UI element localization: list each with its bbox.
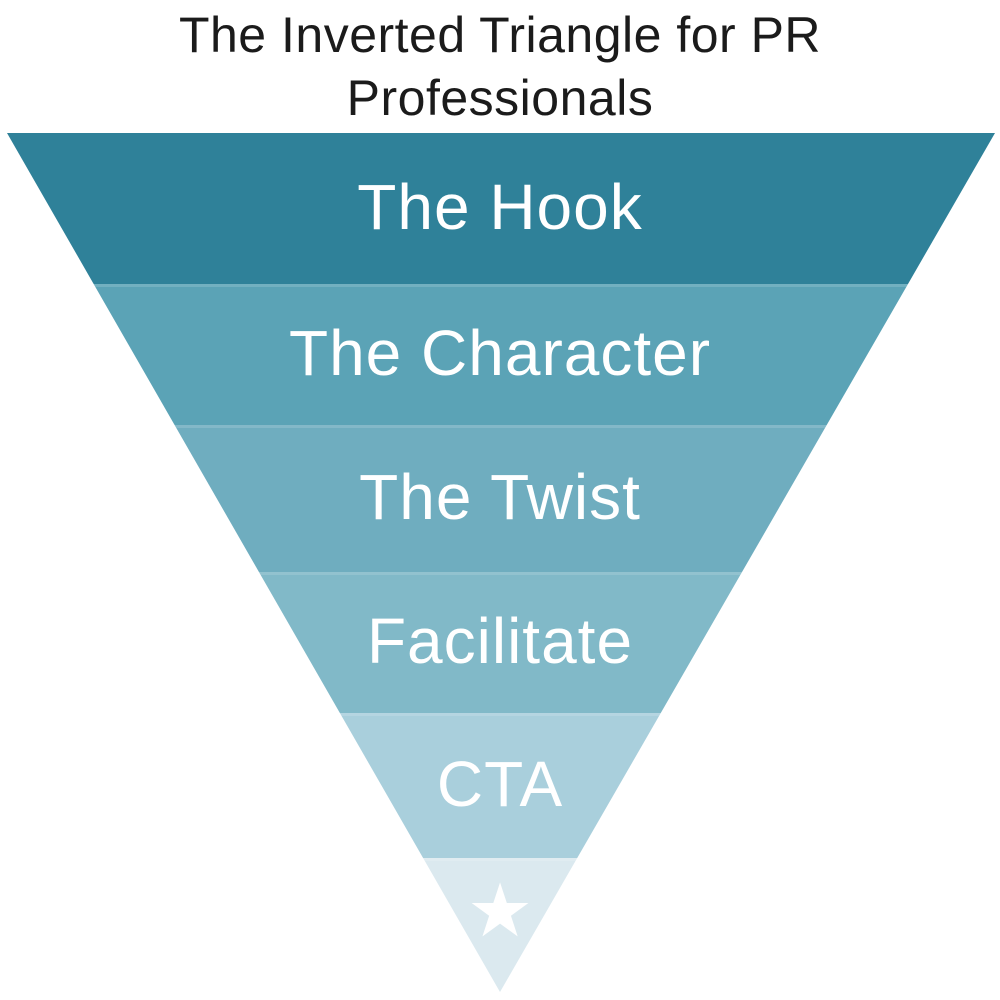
funnel-layer-label: The Character [288, 316, 712, 389]
star-icon: ★ [466, 869, 534, 952]
funnel-layer-facilitate: Facilitate [6, 572, 995, 713]
funnel-layer-the-character: The Character [6, 284, 995, 425]
funnel-layer-label: The Hook [357, 170, 643, 243]
funnel-layer-apex: ★ [6, 858, 995, 992]
page-title: The Inverted Triangle for PR Professiona… [0, 4, 1000, 130]
page-title-line-2: Professionals [346, 70, 654, 126]
funnel-triangle: The Hook The Character The Twist Facilit… [6, 133, 995, 992]
funnel-layer-label: Facilitate [366, 604, 634, 677]
funnel-layer-the-hook: The Hook [6, 133, 995, 284]
funnel-layer-label: The Twist [359, 460, 641, 533]
funnel-layer-label: CTA [436, 747, 564, 820]
funnel-layer-cta: CTA [6, 713, 995, 858]
page-title-line-1: The Inverted Triangle for PR [178, 7, 822, 63]
funnel-layer-the-twist: The Twist [6, 425, 995, 572]
